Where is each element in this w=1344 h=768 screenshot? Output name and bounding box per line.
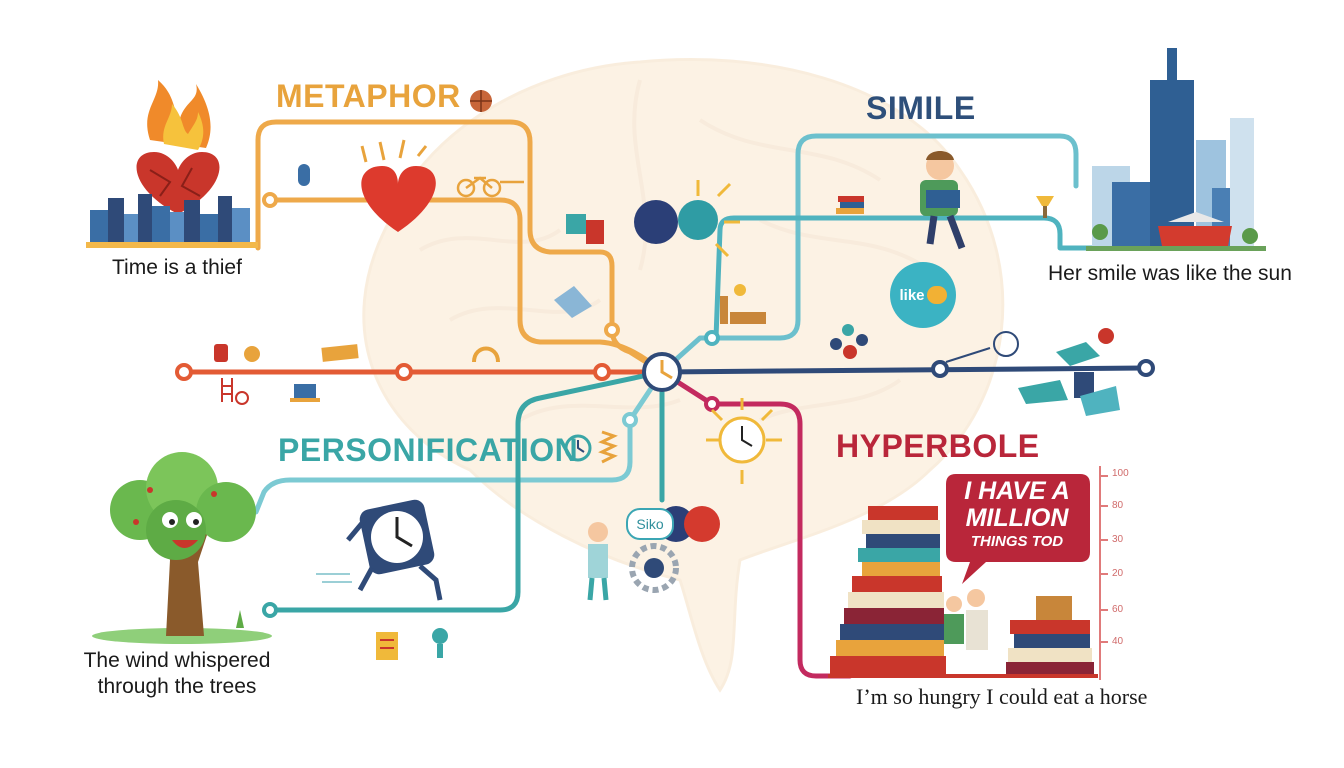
speech-bubble-line1: I HAVE A [964, 477, 1070, 505]
hyperbole-line [659, 369, 853, 679]
easel-icon [566, 214, 604, 244]
spring-icon [598, 430, 618, 464]
reading-boy-icon [920, 151, 966, 250]
speech-bubble-line3: THINGS TOD [970, 533, 1064, 550]
pear-icon [244, 346, 260, 362]
simile-heading: SIMILE [866, 90, 976, 126]
running-clock-icon [316, 499, 443, 601]
heart-icon [360, 139, 436, 232]
personification-line [253, 369, 665, 515]
tablet-icon [554, 286, 592, 318]
scale-tick: 100 [1112, 468, 1129, 479]
simile-line [659, 133, 1079, 375]
book-stack-icon [828, 506, 1098, 678]
city-skyline-icon [1086, 48, 1266, 251]
compass-icon [945, 331, 1019, 363]
scale-tick: 80 [1112, 500, 1124, 511]
siko-badge: Siko [626, 508, 674, 540]
speech-bubble-shape [946, 474, 1090, 584]
smiling-tree-icon [92, 452, 272, 644]
scale-tick: 60 [1112, 604, 1124, 615]
speech-bubble-text: I HAVE A MILLION THINGS TOD [946, 478, 1088, 552]
pin-icon [298, 164, 310, 186]
basketball-icon [470, 90, 492, 112]
speech-bubble-line2: MILLION [965, 504, 1069, 532]
clock-hub-icon [642, 352, 682, 392]
balloons-icon [830, 324, 868, 359]
scale-tick: 30 [1112, 534, 1124, 545]
navy-line [659, 365, 1151, 375]
personification-example: The wind whispered through the trees [83, 649, 271, 698]
book-icon [321, 344, 359, 362]
map-icon [1056, 328, 1114, 366]
like-badge-label: like [899, 286, 925, 304]
personification-line-2 [267, 369, 665, 613]
height-scale [1099, 466, 1108, 680]
bottle-icon [214, 344, 228, 362]
hyperbole-heading: HYPERBOLE [836, 428, 1040, 464]
metaphor-line-2 [267, 197, 665, 375]
burning-heart-city-icon [86, 80, 258, 248]
gear-icon [629, 543, 679, 593]
ladder-icon [221, 378, 249, 405]
notepad-icon [376, 632, 398, 660]
like-badge: like [890, 262, 956, 328]
lamp-icon [1036, 196, 1054, 218]
laptop-icon [290, 384, 320, 402]
headphones-icon [472, 346, 500, 363]
scientist-icon [587, 522, 609, 601]
books-small-icon [836, 196, 864, 214]
sphere-pair-icon [634, 180, 740, 258]
scale-tick: 40 [1112, 636, 1124, 647]
metaphor-example: Time is a thief [112, 256, 242, 279]
alarm-clock-icon [564, 434, 592, 462]
wall-clock-icon [706, 398, 782, 484]
metaphor-heading: METAPHOR [276, 78, 461, 114]
scale-tick: 20 [1112, 568, 1124, 579]
personification-heading: PERSONIFICATION [278, 432, 579, 468]
paintbrush-icon [432, 628, 448, 658]
simile-example: Her smile was like the sun [1048, 262, 1292, 285]
hyperbole-example: I’m so hungry I could eat a horse [856, 684, 1148, 709]
stations [175, 192, 1155, 618]
bicycle-icon [456, 176, 524, 198]
heart-small-icon [926, 286, 947, 304]
cards-icon [1018, 372, 1120, 416]
desk-icon [720, 284, 766, 324]
